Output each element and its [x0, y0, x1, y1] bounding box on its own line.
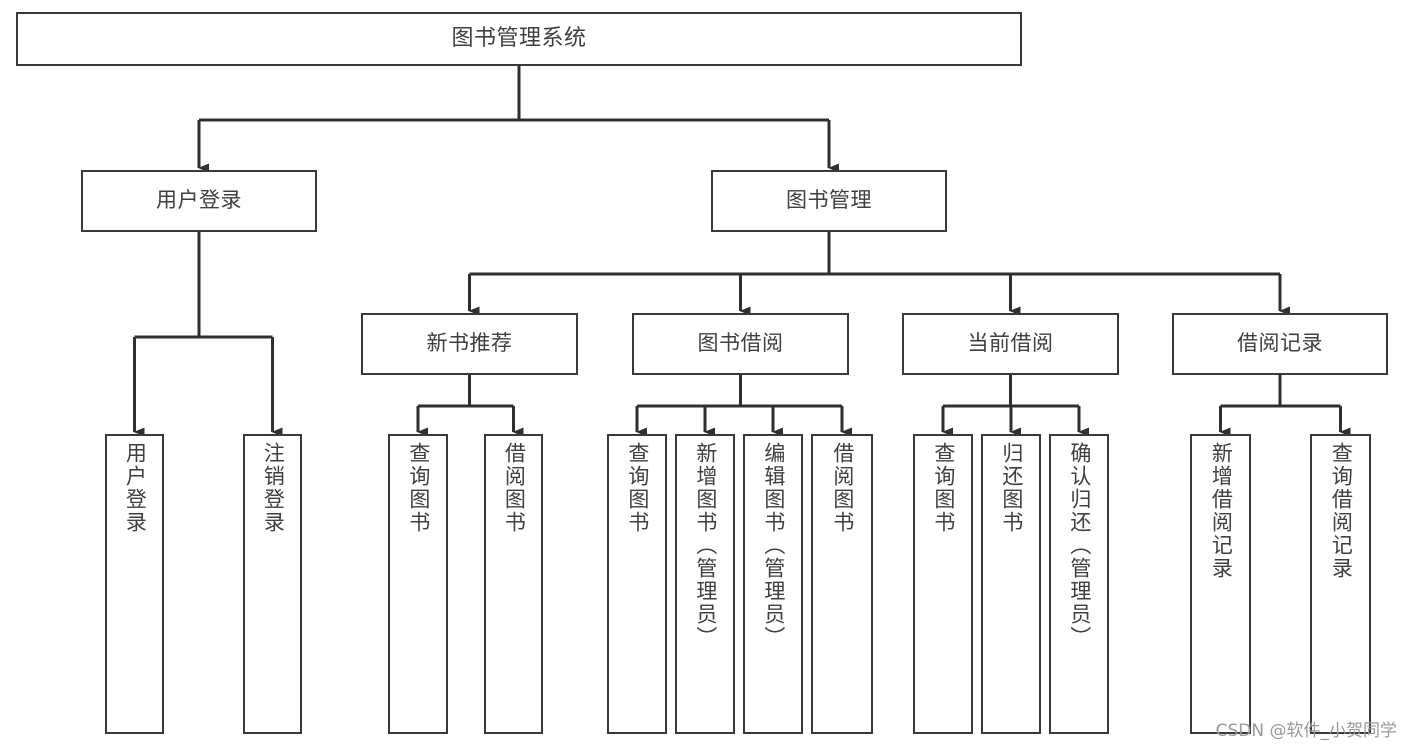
- node-l6: 新增图书（管理员）: [675, 434, 735, 734]
- node-current: 当前借阅: [902, 313, 1119, 375]
- node-l1: 用户登录: [105, 434, 164, 734]
- node-label: 查询图书: [406, 442, 431, 534]
- node-l5: 查询图书: [607, 434, 667, 734]
- node-label: 图书管理: [786, 188, 872, 213]
- node-label: 确认归还（管理员）: [1067, 442, 1092, 649]
- node-l9: 查询图书: [913, 434, 973, 734]
- node-l2: 注销登录: [243, 434, 302, 734]
- node-label: 用户登录: [156, 188, 242, 213]
- node-records: 借阅记录: [1172, 313, 1388, 375]
- node-label: 归还图书: [999, 442, 1024, 534]
- node-label: 图书借阅: [697, 331, 784, 356]
- node-l11: 确认归还（管理员）: [1049, 434, 1109, 734]
- node-l13: 查询借阅记录: [1310, 434, 1371, 734]
- node-label: 新书推荐: [426, 331, 513, 356]
- node-label: 用户登录: [123, 442, 148, 534]
- node-label: 编辑图书（管理员）: [761, 442, 786, 649]
- node-borrow: 图书借阅: [632, 313, 849, 375]
- node-label: 当前借阅: [967, 331, 1054, 356]
- node-root: 图书管理系统: [16, 12, 1022, 66]
- node-label: 注销登录: [261, 442, 286, 534]
- node-label: 图书管理系统: [451, 25, 587, 51]
- node-label: 借阅记录: [1237, 331, 1323, 356]
- node-l8: 借阅图书: [811, 434, 873, 734]
- node-l10: 归还图书: [981, 434, 1041, 734]
- node-label: 查询图书: [931, 442, 956, 534]
- watermark: CSDN @软件_小贺同学: [1215, 721, 1397, 741]
- node-label: 查询图书: [625, 442, 650, 534]
- node-l12: 新增借阅记录: [1190, 434, 1251, 734]
- node-l7: 编辑图书（管理员）: [743, 434, 803, 734]
- node-bookmgmt: 图书管理: [711, 170, 947, 232]
- node-l3: 查询图书: [388, 434, 448, 734]
- node-login: 用户登录: [81, 170, 317, 232]
- node-label: 查询借阅记录: [1329, 442, 1354, 580]
- node-label: 借阅图书: [830, 442, 855, 534]
- node-l4: 借阅图书: [484, 434, 543, 734]
- node-label: 借阅图书: [502, 442, 527, 534]
- node-newbook: 新书推荐: [361, 313, 578, 375]
- node-label: 新增借阅记录: [1209, 442, 1234, 580]
- node-label: 新增图书（管理员）: [693, 442, 718, 649]
